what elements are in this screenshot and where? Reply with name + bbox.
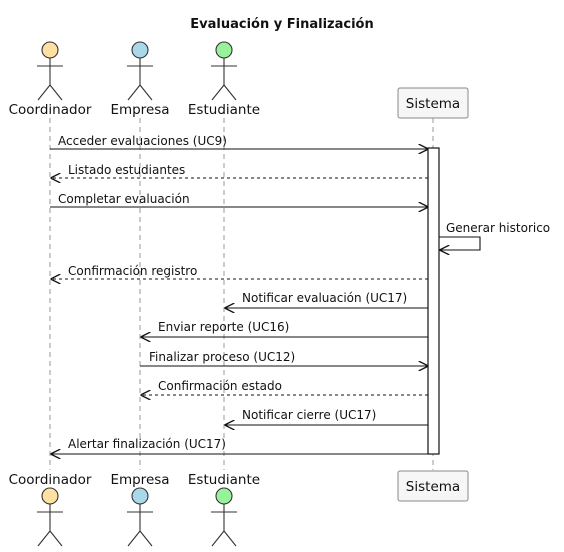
participant-estudiante-top: Estudiante [188,41,260,118]
participant-coordinador-top: Coordinador [9,41,92,118]
message-5: Confirmación registro [51,264,428,279]
message-label: Notificar cierre (UC17) [242,408,376,422]
actor-label-coordinador: Coordinador [9,102,92,118]
message-10: Notificar cierre (UC17) [225,408,428,425]
actor-label-empresa-bottom: Empresa [110,472,169,488]
sistema-activation-bar [427,147,440,455]
message-label: Finalizar proceso (UC12) [149,350,295,364]
message-2: Listado estudiantes [51,163,428,178]
sistema-box-top [397,87,469,119]
box-label-sistema-top: Sistema [406,96,460,112]
message-9: Confirmación estado [141,379,428,395]
diagram-title: Evaluación y Finalización [190,17,373,32]
message-7: Enviar reporte (UC16) [141,320,428,337]
participant-coordinador-bottom: Coordinador [9,472,92,547]
actor-head-estudiante [215,41,233,59]
message-label: Enviar reporte (UC16) [158,320,289,334]
actor-label-estudiante: Estudiante [188,102,260,118]
message-label: Notificar evaluación (UC17) [242,291,407,305]
message-1: Acceder evaluaciones (UC9) [50,134,428,149]
message-arrow [439,236,481,250]
sistema-box-bottom [397,470,469,502]
participant-empresa-top: Empresa [110,41,170,118]
message-3: Completar evaluación [50,192,428,207]
participant-estudiante-bottom: Estudiante [188,472,260,547]
message-label: Acceder evaluaciones (UC9) [58,134,227,148]
message-4-self: Generar historico [439,221,550,250]
message-label: Generar historico [446,221,550,235]
message-label: Confirmación registro [68,264,197,278]
actor-label-empresa: Empresa [110,102,169,118]
message-11: Alertar finalización (UC17) [51,437,428,454]
message-8: Finalizar proceso (UC12) [140,350,428,366]
message-label: Listado estudiantes [68,163,185,177]
actor-head-estudiante-bottom [215,487,233,505]
message-6: Notificar evaluación (UC17) [225,291,428,308]
actor-head-empresa [131,41,149,59]
participant-sistema-bottom: Sistema [397,470,469,502]
message-label: Confirmación estado [158,379,282,393]
participant-sistema-top: Sistema [397,87,469,119]
message-label: Completar evaluación [58,192,190,206]
actor-head-coordinador-bottom [41,487,59,505]
participant-empresa-bottom: Empresa [110,472,170,547]
actor-label-estudiante-bottom: Estudiante [188,472,260,488]
actor-label-coordinador-bottom: Coordinador [9,472,92,488]
box-label-sistema-bottom: Sistema [406,479,460,495]
message-label: Alertar finalización (UC17) [68,437,226,451]
actor-head-empresa-bottom [131,487,149,505]
actor-head-coordinador [41,41,59,59]
